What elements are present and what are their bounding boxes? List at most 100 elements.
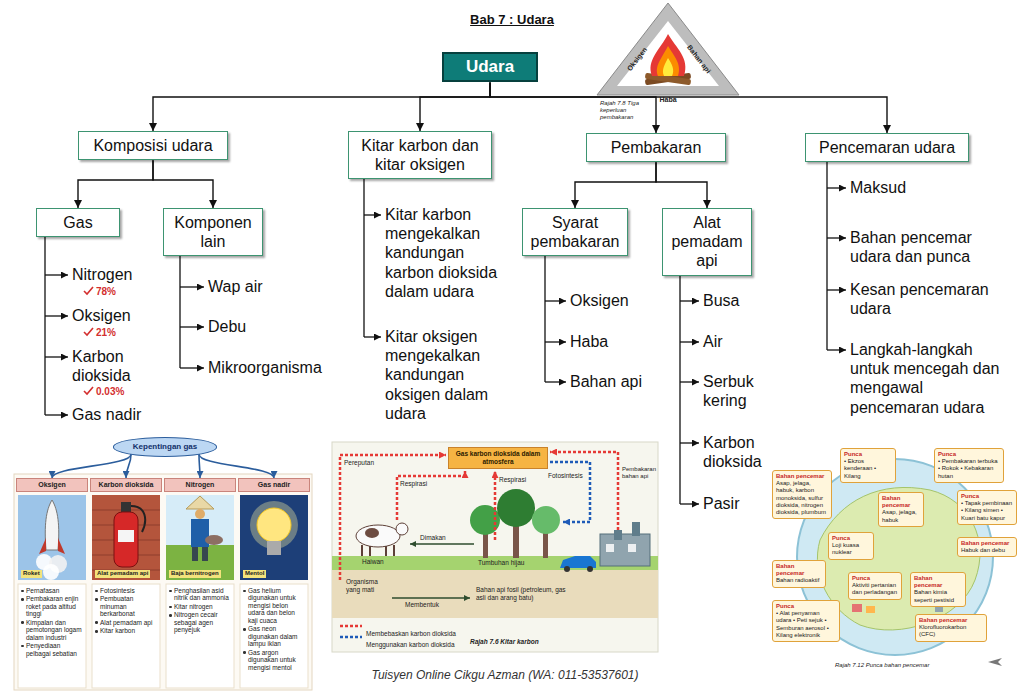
carbon-cycle (550, 452, 618, 530)
carbon-cycle (564, 566, 570, 572)
label-holder: Serbuk kering (703, 372, 778, 410)
label-holder: 78% (96, 286, 116, 298)
connector (490, 82, 887, 133)
gas-uses-panels (114, 512, 138, 567)
image-tag: Mentol (243, 570, 266, 578)
box-body-text: Klorofluorokarbon (CFC) (919, 624, 983, 638)
branch-arrows (827, 237, 846, 238)
column-header: Gas nadir (238, 478, 310, 492)
pollution-callout: Bahan pencemarAsap, jelaga, habuk, karbo… (772, 470, 832, 519)
root-box: Udara (442, 52, 538, 82)
branch-arrows (45, 414, 68, 415)
carbon-cycle (340, 455, 446, 580)
box-text: Kitar karbon dan kitar oksigen (355, 136, 485, 174)
box-text: Oksigen (19, 481, 85, 489)
leaf-item: Kitar karbon mengekalkan kandungan karbo… (385, 205, 510, 301)
pollution-callout: Bahan pencemarKlorofluorokarbon (CFC) (915, 614, 987, 642)
cycle-label: Respirasi (400, 480, 427, 488)
label-holder: Kimpalan dan pemotongan logam dalam indu… (20, 619, 84, 641)
label-holder: Rajah 7.12 Punca bahan pencemar (835, 662, 929, 669)
label-holder: Membentuk (405, 601, 439, 609)
legend-entry: Menggunakan karbon dioksida (366, 633, 455, 651)
carbon-cycle (340, 636, 362, 639)
label-holder: Mikroorganisma (208, 358, 322, 377)
branch-arrows (680, 381, 699, 382)
leaf-item: Oksigen (72, 306, 131, 325)
box-body-text: Bahan radioaktif (776, 577, 822, 584)
topic-box: Pembakaran (586, 133, 726, 162)
carbon-cycle (628, 544, 636, 552)
label-holder: Kitar karbon (94, 627, 158, 634)
leaf-item: Busa (703, 291, 739, 310)
label-holder: Haba (668, 91, 685, 109)
percentage: 21% (96, 327, 116, 339)
branch-arrows (827, 349, 846, 350)
label-holder: Gas argon digunakan untuk mengisi mentol (242, 649, 306, 671)
fire-triangle (651, 34, 686, 76)
box-body-text: Habuk dan debu (961, 547, 1013, 554)
topic-box: Kitar karbon dan kitar oksigen (348, 131, 492, 179)
gas-uses-panels (191, 519, 209, 547)
image-tag: Baja bernitrogen (169, 570, 221, 578)
leaf-item: Serbuk kering (703, 372, 778, 410)
label-holder: Pembakaran enjin roket pada altitud ting… (20, 595, 84, 617)
connector (126, 454, 131, 478)
bullet-text: Kitar nitrogen (168, 603, 232, 610)
cycle-label: Pembakaran bahan api (622, 466, 656, 480)
box-body-text: • Ekzos kenderaan • Kilang (844, 458, 892, 480)
leaf-item: Haba (570, 332, 608, 351)
figure-caption: Rajah 7.12 Punca bahan pencemar (835, 662, 929, 669)
box-text: Punca (844, 451, 892, 458)
gas-uses-panels (240, 584, 308, 688)
branch-arrows (680, 503, 699, 504)
subtopic-box: Komponen lain (163, 208, 263, 256)
label-holder: Respirasi (400, 480, 427, 488)
box-text: Udara (450, 57, 530, 77)
bullet-text: Penghasilan asid nitrik dan ammonia (168, 587, 232, 602)
label-holder: Kesan pencemaran udara (850, 280, 1015, 318)
carbon-cycle (600, 534, 650, 566)
branch-arrows (180, 326, 204, 327)
cycle-label: Haiwan (362, 558, 384, 566)
label-holder: Oksigen (570, 291, 629, 310)
bullet-list: PernafasanPembakaran enjin roket pada al… (20, 587, 84, 658)
label-holder: Gas helium digunakan untuk mengisi belon… (242, 587, 306, 624)
pollution-callout: Punca• Tapak pembinaan • Kilang simen • … (957, 490, 1017, 525)
box-text: Punca (832, 535, 870, 542)
leaf-item: Bahan pencemar udara dan punca (850, 228, 1015, 266)
label-holder: Pereputan (344, 459, 374, 467)
leaf-item: Mikroorganisma (208, 358, 322, 377)
leaf-item: Wap air (208, 277, 263, 296)
heading-ellipse: Kepentingan gas (113, 437, 217, 457)
label-holder: Gas neon digunakan dalam lampu iklan (242, 625, 306, 647)
box-body-text: • Alat penyaman udara • Peti sejuk • Sem… (776, 610, 836, 639)
label-holder: Alat pemadam api (94, 619, 158, 626)
label-holder: Oksigen (72, 306, 131, 325)
label-holder: Karbon dioksida (72, 347, 162, 385)
fire-triangle (597, 3, 739, 95)
branch-arrows (45, 315, 68, 316)
label-holder: Penghasilan asid nitrik dan ammonia (168, 587, 232, 602)
leaf-item: Kesan pencemaran udara (850, 280, 1015, 318)
gas-uses-panels (92, 584, 160, 688)
box-text: Punca (852, 575, 898, 582)
cycle-label: Tumbuhan hijau (478, 559, 524, 567)
label-holder: Karbon dioksida (703, 433, 778, 471)
carbon-cycle (332, 442, 658, 652)
gas-uses-panels (18, 584, 86, 688)
fire-triangle (663, 58, 673, 76)
cycle-label: Respirasi (499, 476, 526, 484)
connectors (52, 82, 887, 478)
carbon-cycle (362, 545, 394, 556)
cycle-label: Pereputan (344, 459, 374, 467)
leaf-item: Debu (208, 317, 246, 336)
legend-entry: Membebaskan karbon dioksida (366, 622, 456, 640)
label-holder: Wap air (208, 277, 263, 296)
bullet-list: FotosintesisPembuatan minuman berkarbona… (94, 587, 158, 636)
label-holder: Oksigen (637, 51, 665, 69)
label-holder: Kitar nitrogen (168, 603, 232, 610)
image-tag: Roket (21, 570, 42, 578)
pollution-callout: Bahan pencemarHabuk dan debu (957, 537, 1017, 557)
pollution-callout: Bahan pencemarAsap, jelaga, habuk (878, 492, 924, 527)
box-text: Pencemaran udara (812, 138, 962, 157)
